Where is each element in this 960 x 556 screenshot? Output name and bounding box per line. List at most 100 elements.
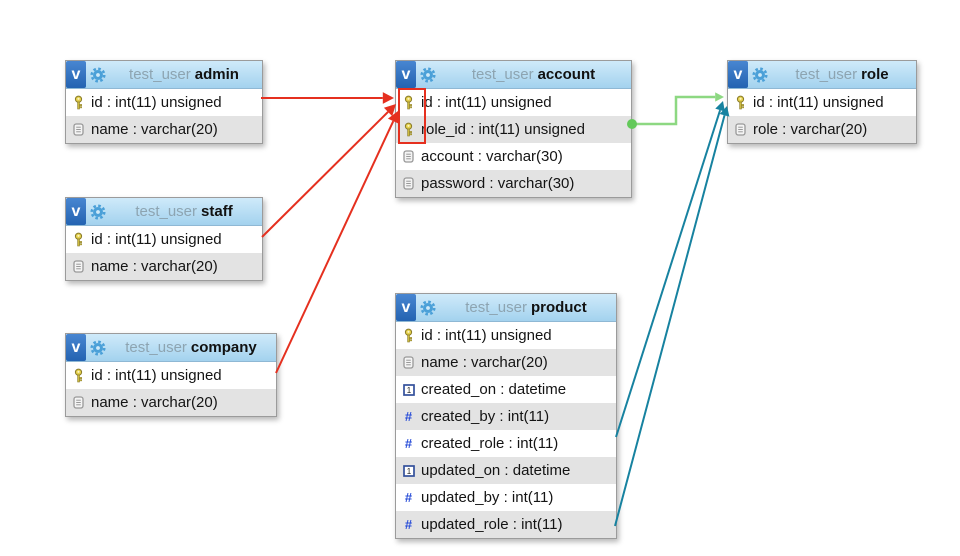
column-label: id : int(11) unsigned	[753, 94, 884, 111]
column-row-staff-1[interactable]: name : varchar(20)	[66, 253, 262, 280]
relationship-line-company-id-to-account	[275, 120, 395, 374]
column-label: id : int(11) unsigned	[421, 94, 552, 111]
column-row-staff-0[interactable]: id : int(11) unsigned	[66, 226, 262, 253]
numeric-icon: #	[404, 436, 413, 451]
blob-icon	[400, 354, 417, 371]
primary-key-icon	[70, 94, 87, 111]
primary-key-icon	[732, 94, 749, 111]
blob-icon	[70, 258, 87, 275]
numeric-icon: #	[404, 490, 413, 505]
column-label: account : varchar(30)	[421, 148, 563, 165]
column-label: created_by : int(11)	[421, 408, 550, 425]
column-row-account-2[interactable]: account : varchar(30)	[396, 143, 631, 170]
column-row-product-0[interactable]: id : int(11) unsigned	[396, 322, 616, 349]
table-name: admin	[194, 66, 239, 83]
gear-icon	[89, 66, 106, 83]
numeric-icon: #	[404, 409, 413, 424]
column-label: role : varchar(20)	[753, 121, 868, 138]
column-row-account-0[interactable]: id : int(11) unsigned	[396, 89, 631, 116]
table-name: staff	[201, 203, 233, 220]
blob-icon	[70, 121, 87, 138]
view-badge-icon: v	[728, 61, 748, 88]
column-row-company-1[interactable]: name : varchar(20)	[66, 389, 276, 416]
column-row-role-1[interactable]: role : varchar(20)	[728, 116, 916, 143]
column-row-product-1[interactable]: name : varchar(20)	[396, 349, 616, 376]
table-name: product	[530, 299, 587, 316]
gear-icon	[89, 203, 106, 220]
view-badge-icon: v	[396, 61, 416, 88]
blob-icon	[732, 121, 749, 138]
column-row-role-0[interactable]: id : int(11) unsigned	[728, 89, 916, 116]
datetime-icon: 1	[400, 381, 417, 398]
column-row-admin-1[interactable]: name : varchar(20)	[66, 116, 262, 143]
numeric-icon: #	[404, 517, 413, 532]
column-row-product-3[interactable]: # created_by : int(11)	[396, 403, 616, 430]
column-label: name : varchar(20)	[91, 121, 218, 138]
column-label: role_id : int(11) unsigned	[421, 121, 585, 138]
column-label: created_role : int(11)	[421, 435, 559, 452]
relationship-line-account-role_id-to-role-id	[632, 95, 716, 126]
column-label: name : varchar(20)	[91, 394, 218, 411]
primary-key-icon	[70, 231, 87, 248]
arrowhead-admin-id-to-account	[382, 92, 394, 104]
schema-name: test_user	[135, 203, 198, 220]
view-badge-icon: v	[66, 198, 86, 225]
column-row-account-1[interactable]: role_id : int(11) unsigned	[396, 116, 631, 143]
schema-name: test_user	[795, 66, 858, 83]
schema-name: test_user	[465, 299, 527, 316]
column-label: id : int(11) unsigned	[91, 231, 222, 248]
column-label: created_on : datetime	[421, 381, 567, 398]
column-row-product-7[interactable]: #updated_role : int(11)	[396, 511, 616, 538]
column-row-company-0[interactable]: id : int(11) unsigned	[66, 362, 276, 389]
column-label: name : varchar(20)	[421, 354, 548, 371]
view-badge-icon: v	[66, 61, 86, 88]
gear-icon	[419, 299, 436, 316]
column-row-product-4[interactable]: # created_role : int(11)	[396, 430, 616, 457]
svg-text:1: 1	[406, 466, 411, 475]
column-row-account-3[interactable]: password : varchar(30)	[396, 170, 631, 197]
blob-icon	[70, 394, 87, 411]
view-badge-icon: v	[66, 334, 86, 361]
column-row-product-5[interactable]: 1 updated_on : datetime	[396, 457, 616, 484]
primary-key-icon	[400, 327, 417, 344]
table-name: role	[861, 66, 889, 83]
column-label: name : varchar(20)	[91, 258, 218, 275]
gear-icon	[89, 339, 106, 356]
column-row-product-6[interactable]: #updated_by : int(11)	[396, 484, 616, 511]
arrowhead-account-role_id-to-role-id	[715, 92, 724, 102]
relationship-line-staff-id-to-account	[261, 111, 389, 238]
schema-name: test_user	[129, 66, 191, 83]
primary-key-icon	[70, 367, 87, 384]
blob-icon	[400, 148, 417, 165]
column-label: id : int(11) unsigned	[91, 94, 222, 111]
column-label: id : int(11) unsigned	[421, 327, 552, 344]
column-label: updated_on : datetime	[421, 462, 571, 479]
arrowhead-product-created_role-to-role-id	[715, 101, 725, 112]
primary-key-icon	[400, 94, 417, 111]
blob-icon	[400, 175, 417, 192]
gear-icon	[419, 66, 436, 83]
column-row-admin-0[interactable]: id : int(11) unsigned	[66, 89, 262, 116]
schema-name: test_user	[471, 66, 534, 83]
column-label: password : varchar(30)	[421, 175, 575, 192]
schema-name: test_user	[125, 339, 187, 356]
